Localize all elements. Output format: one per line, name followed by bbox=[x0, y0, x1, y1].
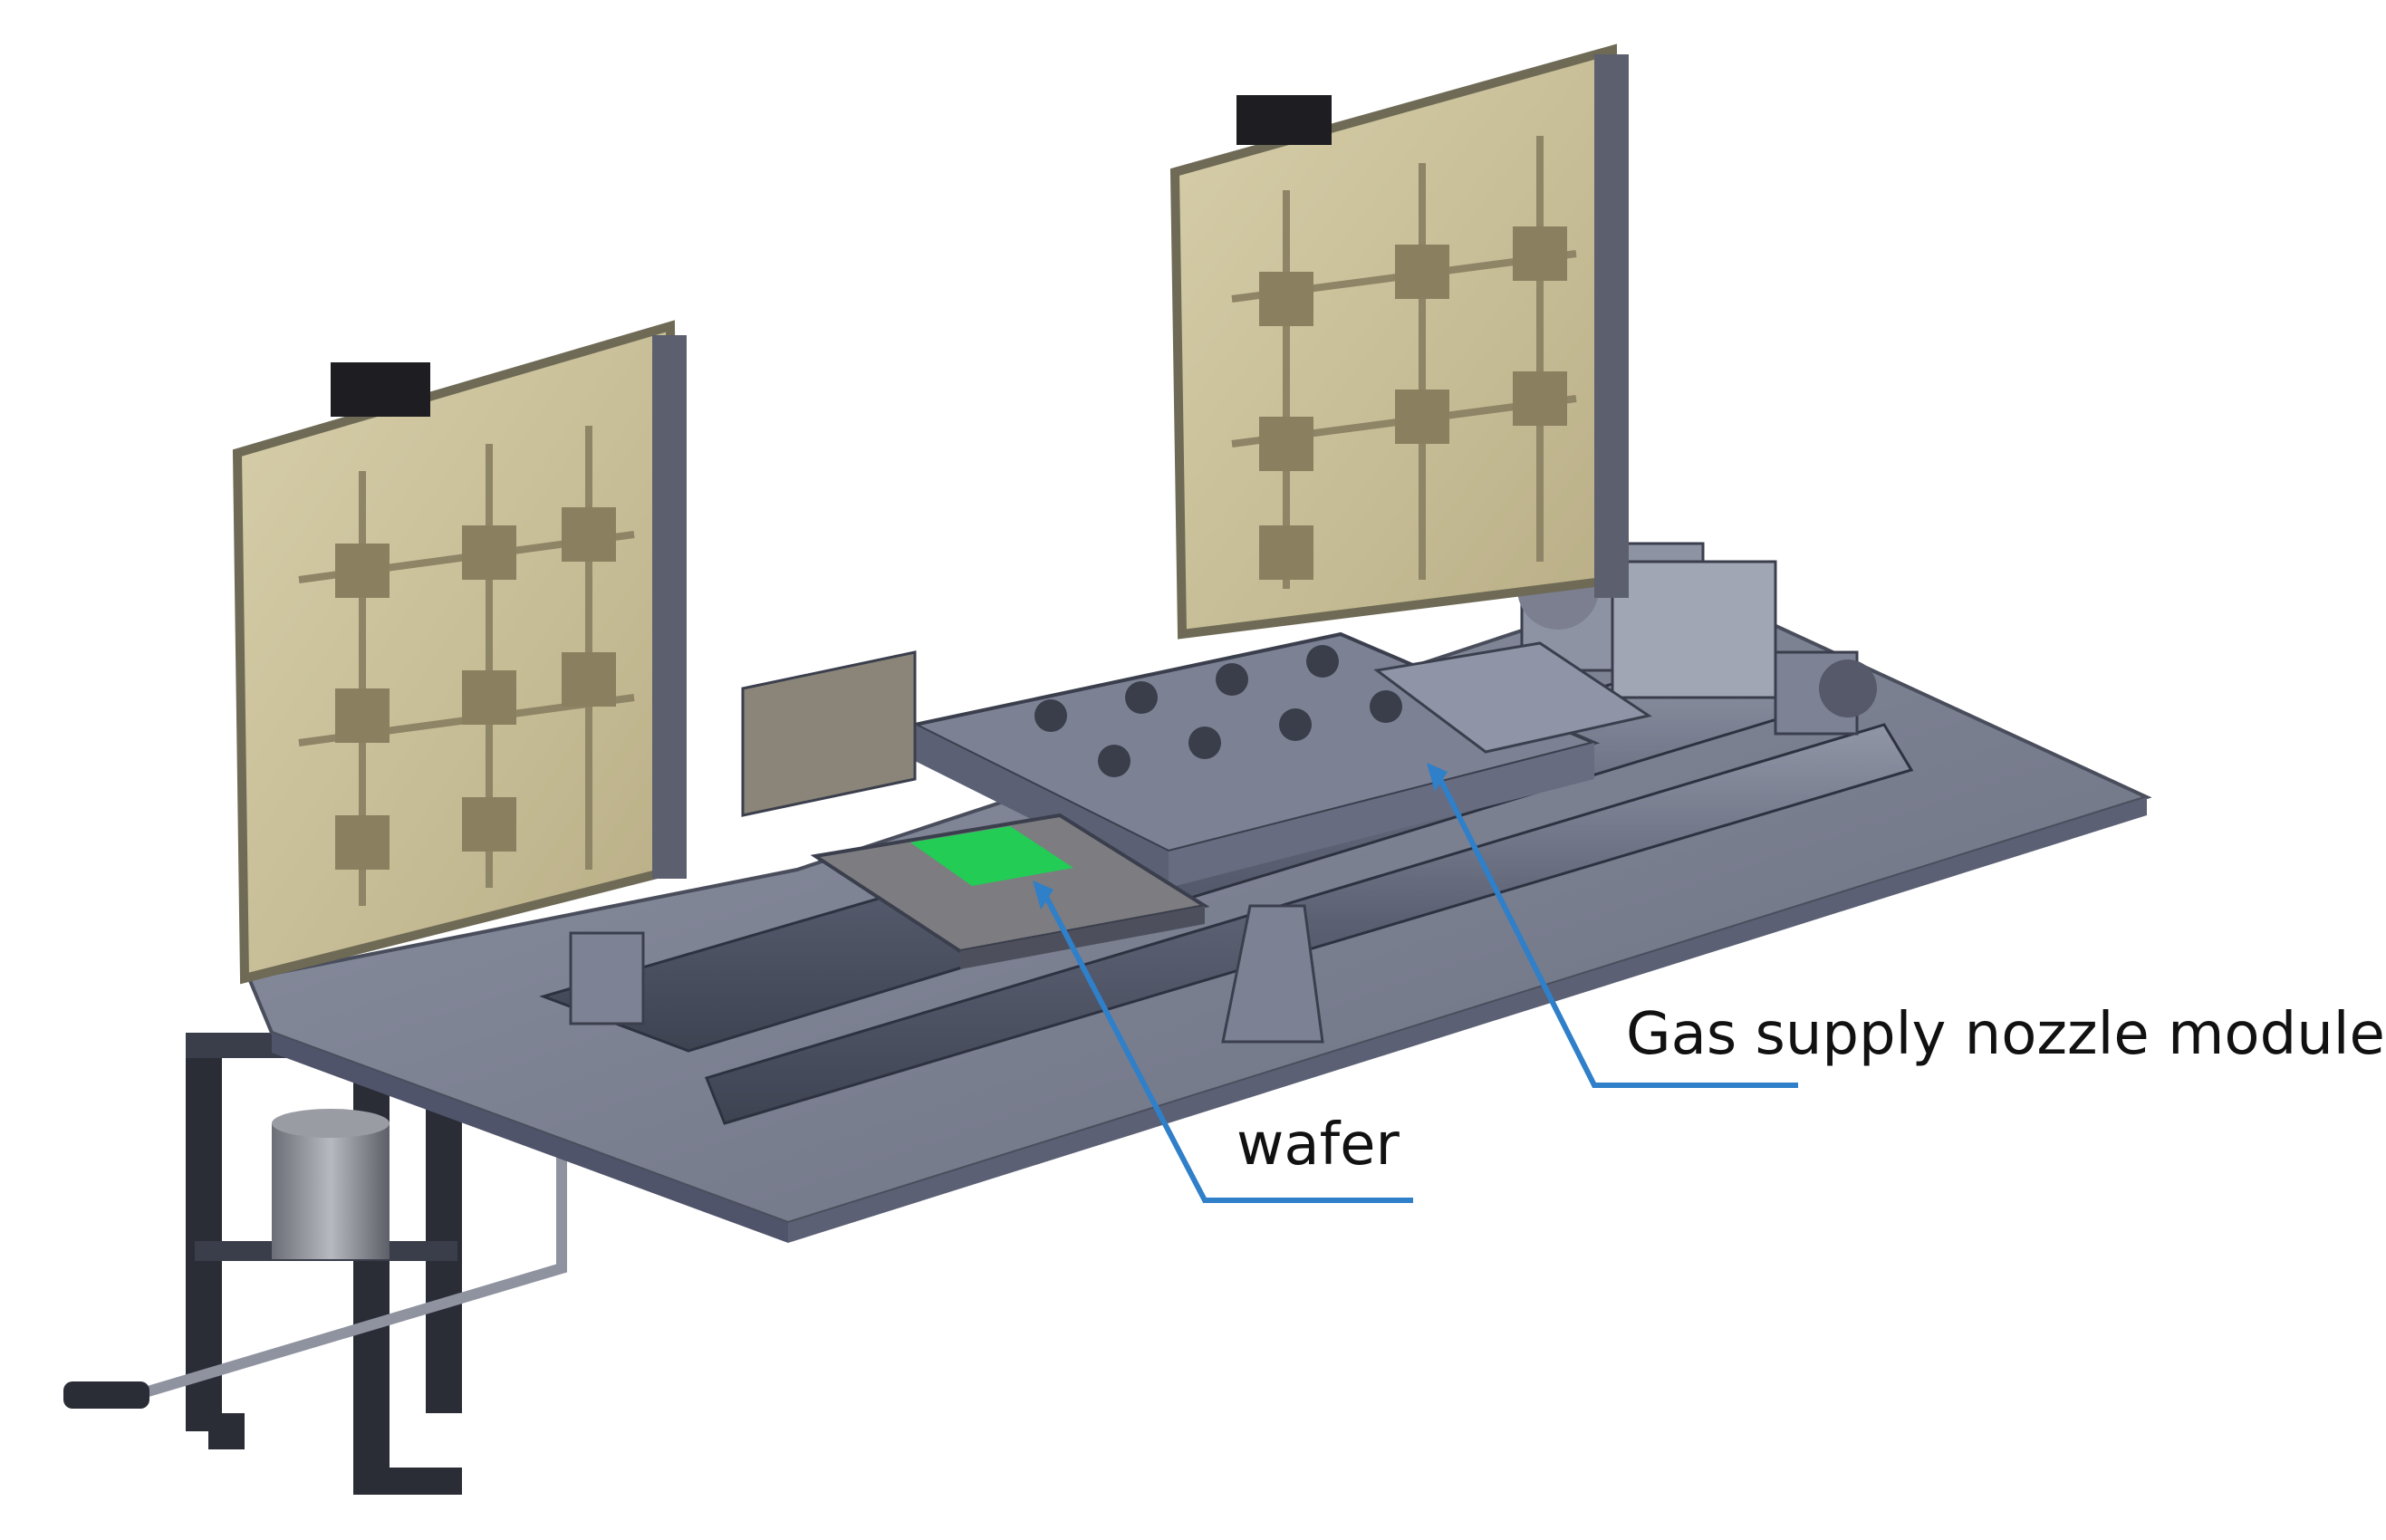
callout-label-gas-supply-nozzle-module: Gas supply nozzle module bbox=[1626, 1001, 2385, 1068]
callout-lines bbox=[1044, 777, 1798, 1203]
right-gas-panel bbox=[1169, 43, 1629, 640]
callout-line-gas bbox=[1438, 777, 1798, 1088]
wafer-stage bbox=[810, 813, 1210, 969]
wafer bbox=[910, 826, 1073, 886]
gas-supply-nozzle-module bbox=[741, 631, 1652, 1044]
callout-arrow-wafer bbox=[1033, 881, 1053, 910]
left-gas-panel bbox=[232, 320, 687, 985]
callout-line-wafer bbox=[1044, 895, 1413, 1203]
callout-arrow-gas bbox=[1427, 763, 1448, 792]
callout-label-wafer: wafer bbox=[1236, 1112, 1400, 1179]
